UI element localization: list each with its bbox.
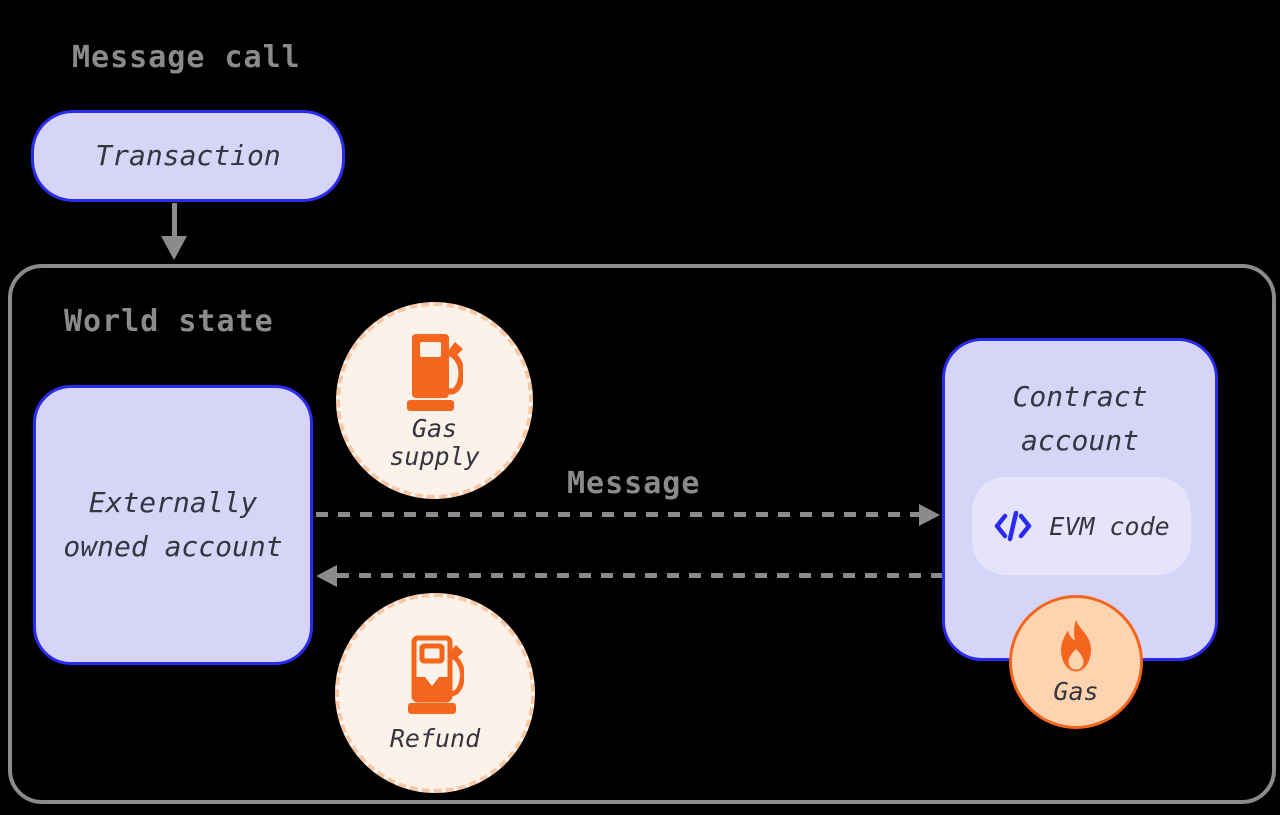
contract-node: Contract account EVM code — [942, 338, 1218, 661]
eoa-node: Externally owned account — [33, 385, 313, 665]
code-brackets-icon — [995, 510, 1032, 542]
gas-pump-outline-icon — [408, 635, 464, 714]
evm-code-label: EVM code — [1049, 511, 1170, 541]
transaction-node: Transaction — [31, 110, 345, 202]
gas-supply-label-line2: supply — [389, 441, 480, 471]
transaction-label: Transaction — [95, 139, 281, 172]
arrow-down-icon — [161, 236, 187, 260]
gas-label: Gas — [1053, 677, 1099, 706]
gas-supply-label-line1: Gas — [411, 413, 458, 443]
world-state-title: World state — [64, 304, 274, 339]
contract-label-line2: account — [1020, 424, 1139, 457]
gas-supply-badge: Gas supply — [336, 302, 533, 499]
refund-label: Refund — [389, 724, 481, 753]
arrow-left-icon — [316, 565, 337, 587]
message-arrow-return-line — [337, 573, 942, 578]
eoa-label-line1: Externally — [88, 486, 258, 519]
gas-badge: Gas — [1009, 595, 1143, 729]
world-state-container — [8, 264, 1276, 804]
message-call-title: Message call — [72, 40, 301, 75]
eoa-label-line2: owned account — [63, 530, 283, 563]
contract-label-line1: Contract — [1012, 380, 1148, 413]
arrow-down-line — [172, 203, 177, 237]
evm-code-pill: EVM code — [972, 477, 1191, 575]
refund-badge: Refund — [335, 593, 535, 793]
arrow-right-icon — [919, 504, 940, 526]
flame-icon — [1061, 619, 1091, 672]
message-label: Message — [567, 466, 701, 501]
message-arrow-forward-line — [316, 512, 919, 517]
gas-pump-icon — [406, 333, 463, 411]
